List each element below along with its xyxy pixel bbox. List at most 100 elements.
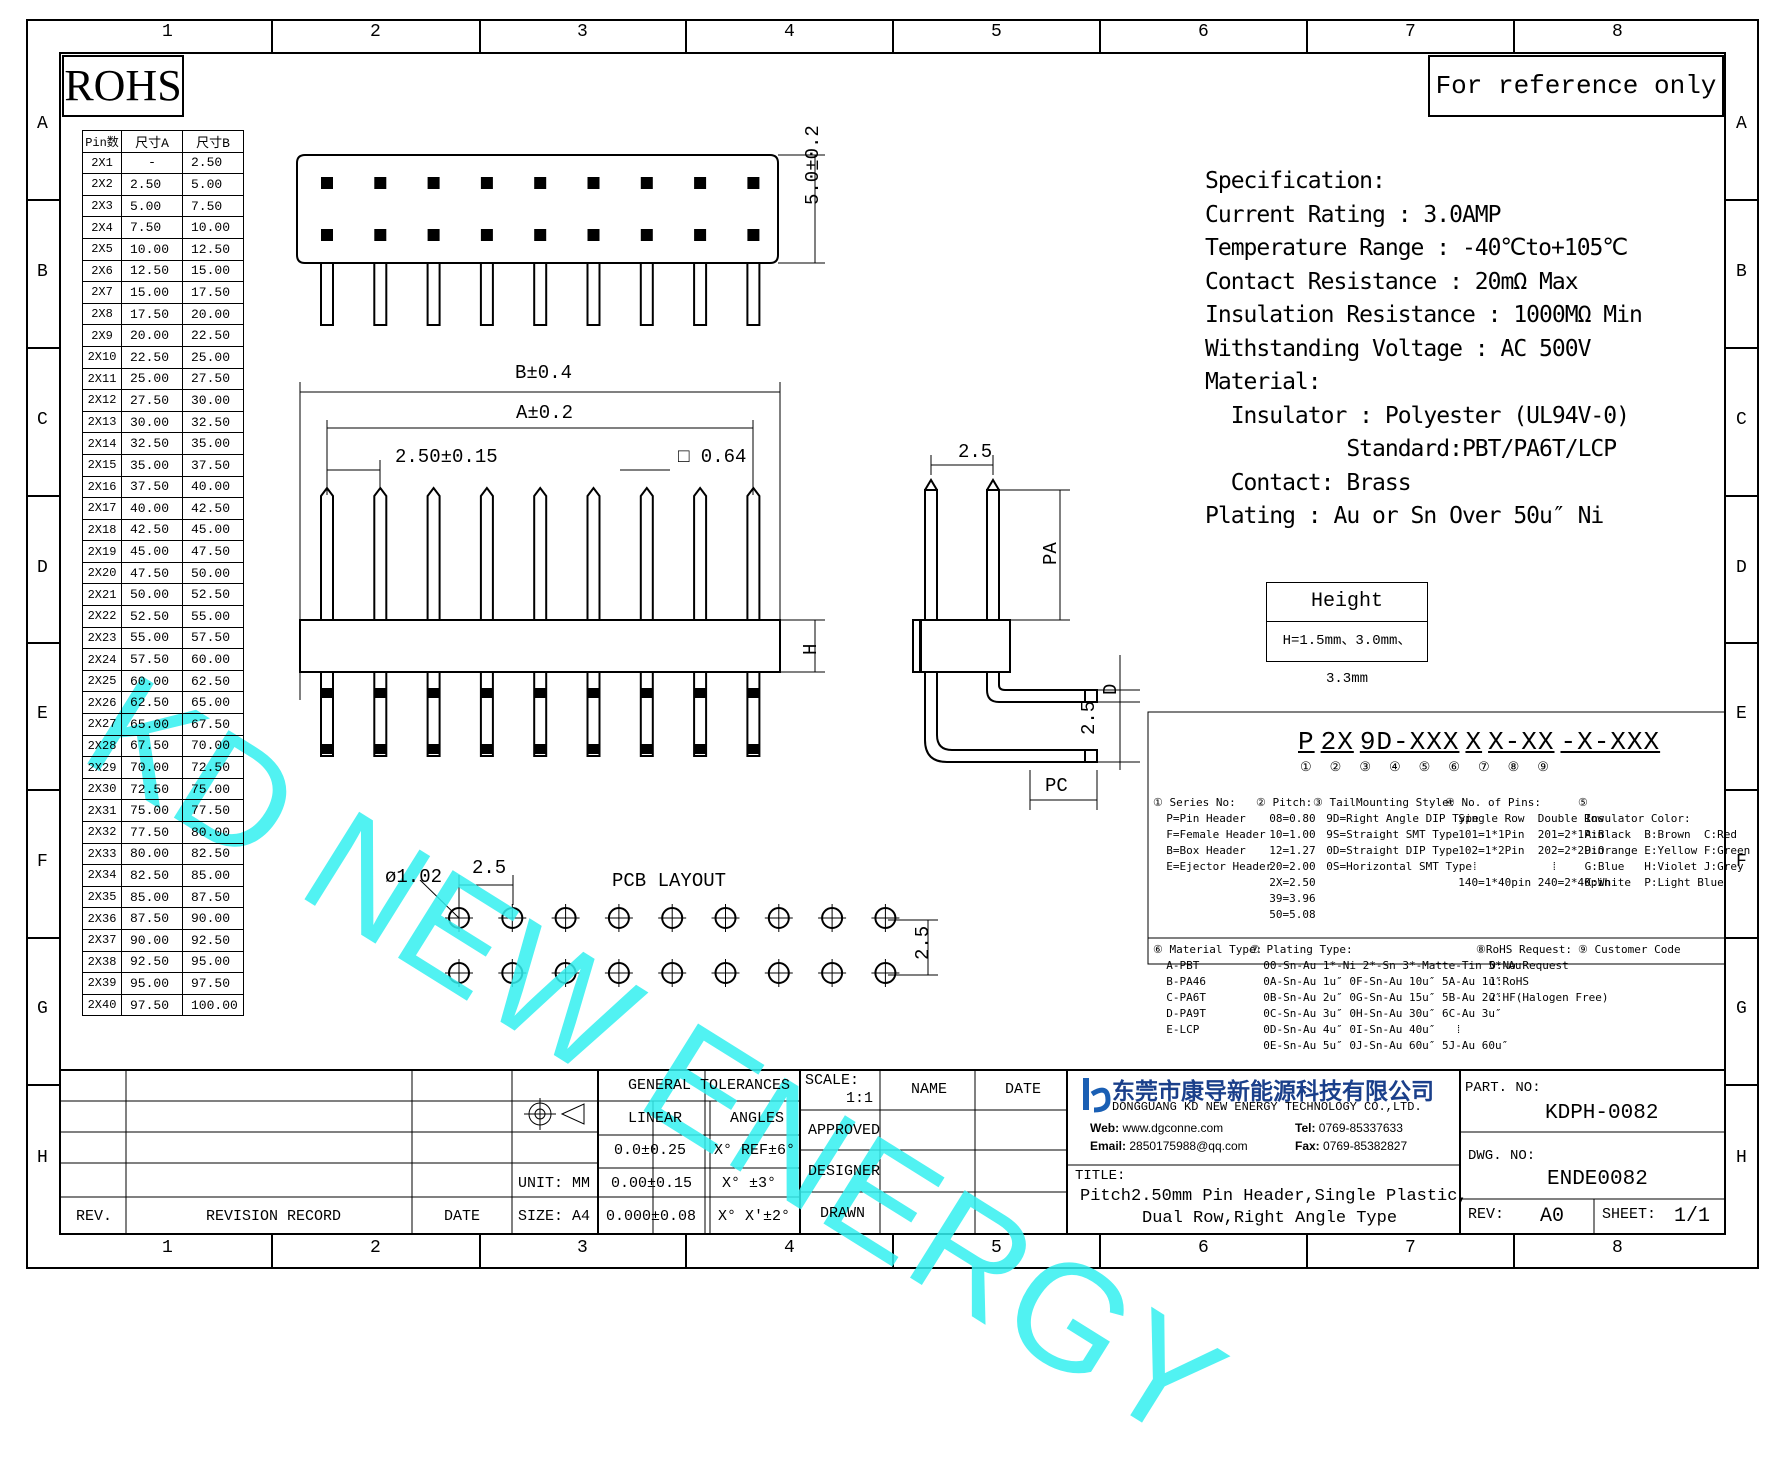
part-code-marker: ⑨ [1537, 760, 1567, 775]
pin-tail-top [479, 263, 494, 326]
pin-square-top [374, 177, 387, 189]
frame-column-label: 2 [370, 22, 381, 42]
pin-count-cell: 2X33 [82, 842, 122, 866]
tol-angle-1: X° REF±6° [714, 1142, 796, 1159]
size-b-cell: 10.00 [182, 216, 244, 239]
dim-side-pitch: 2.5 [958, 441, 993, 463]
fax-value: 0769-85382827 [1323, 1139, 1408, 1153]
dim-pc: PC [1045, 775, 1068, 797]
pin-front-upper [533, 486, 548, 620]
part-code-marker: ② [1329, 760, 1360, 775]
dwg-no-label: DWG. NO: [1468, 1148, 1536, 1164]
pin-front-band [321, 744, 333, 754]
size-a-cell: 10.00 [121, 237, 183, 261]
size-a-cell: 70.00 [121, 756, 183, 779]
part-code-marker: ③ [1359, 760, 1389, 775]
pin-front-band [534, 688, 547, 698]
frame-row-label: H [1736, 1148, 1747, 1168]
pin-front-band [534, 744, 547, 754]
dim-pitch: 2.50±0.15 [395, 446, 498, 468]
pin-front-band [374, 744, 387, 754]
frame-column-label: 3 [577, 22, 588, 42]
approved-label: APPROVED [808, 1122, 881, 1139]
size-b-cell: 72.50 [182, 756, 244, 779]
pin-tail-top [586, 263, 601, 326]
size-b-cell: 22.50 [182, 324, 244, 347]
pin-count-cell: 2X36 [82, 907, 122, 930]
part-code-marker: ⑧ [1507, 760, 1538, 775]
pin-square-top [694, 177, 707, 189]
size-b-cell: 12.50 [182, 237, 244, 261]
pin-count-cell: 2X11 [82, 367, 122, 391]
size-b-cell: 82.50 [182, 842, 244, 866]
title-line2: Dual Row,Right Angle Type [1142, 1209, 1398, 1228]
size-b-cell: 70.00 [182, 734, 244, 758]
title-label: TITLE: [1075, 1168, 1126, 1184]
pin-front-band [587, 744, 600, 754]
size-b-cell: 67.50 [182, 713, 244, 736]
pin-square-top [321, 229, 333, 241]
pin-count-cell: 2X19 [82, 540, 122, 563]
note-rohs: ⑧RoHS Request: 0:No Request 1:RoHS 2:HF(… [1476, 943, 1609, 1004]
size-a-cell: 17.50 [121, 302, 183, 326]
size-a-cell: 25.00 [121, 367, 183, 391]
frame-row-label: E [1736, 704, 1747, 724]
tol-angle-3: X° X'±2° [718, 1208, 791, 1225]
size-b-cell: 92.50 [182, 928, 244, 952]
size-a-cell: 67.50 [121, 734, 183, 758]
pin-front-lower [426, 671, 441, 757]
dim-pin-square: □ 0.64 [678, 446, 747, 468]
pin-count-cell: 2X20 [82, 561, 122, 585]
reference-note: For reference only [1428, 55, 1724, 117]
spec-line: Insulator : Polyester (UL94V-0) [1205, 402, 1630, 429]
size-b-cell: 100.00 [182, 993, 244, 1017]
date-header: DATE [1005, 1081, 1042, 1098]
pin-count-cell: 2X2 [82, 173, 122, 196]
pin-count-cell: 2X28 [82, 734, 122, 758]
note-tail: ③ TailMounting Style: 9D=Right Angle DIP… [1313, 796, 1479, 873]
pin-count-cell: 2X38 [82, 950, 122, 974]
size-b-cell: 40.00 [182, 475, 244, 499]
size-b-cell: 45.00 [182, 518, 244, 542]
pin-front-band [694, 744, 707, 754]
pin-count-cell: 2X26 [82, 691, 122, 715]
size-b-cell: 87.50 [182, 885, 244, 909]
size-b-cell: 60.00 [182, 648, 244, 671]
pin-front-band [694, 688, 707, 698]
pin-table-header-a: 尺寸A [121, 130, 183, 153]
pin-count-cell: 2X10 [82, 345, 122, 369]
pin-front-upper [746, 486, 761, 620]
pin-count-cell: 2X40 [82, 993, 122, 1017]
email-value: 2850175988@qq.com [1129, 1139, 1248, 1153]
size-b-cell: 27.50 [182, 367, 244, 391]
size-a-cell: 7.50 [121, 216, 183, 239]
size-a-cell: 27.50 [121, 389, 183, 412]
frame-row-label: C [1736, 410, 1747, 430]
size-a-cell: 90.00 [121, 928, 183, 952]
pin-front-band [480, 744, 493, 754]
dim-hole: ø1.02 [385, 866, 443, 888]
part-no-label: PART. NO: [1465, 1080, 1541, 1096]
frame-row-label: A [37, 114, 48, 134]
size-a-cell: 40.00 [121, 497, 183, 520]
pin-table-row: 2X1-2.50 [82, 151, 244, 175]
pin-count-cell: 2X39 [82, 972, 122, 995]
title-line1: Pitch2.50mm Pin Header,Single Plastic, [1080, 1187, 1468, 1206]
pcb-layout-title: PCB LAYOUT [612, 870, 727, 892]
size-b-cell: 17.50 [182, 281, 244, 304]
pin-count-cell: 2X15 [82, 453, 122, 477]
size-a-cell: 47.50 [121, 561, 183, 585]
pin-front-upper [426, 486, 441, 620]
size-a-cell: 82.50 [121, 864, 183, 887]
pin-count-cell: 2X25 [82, 669, 122, 693]
